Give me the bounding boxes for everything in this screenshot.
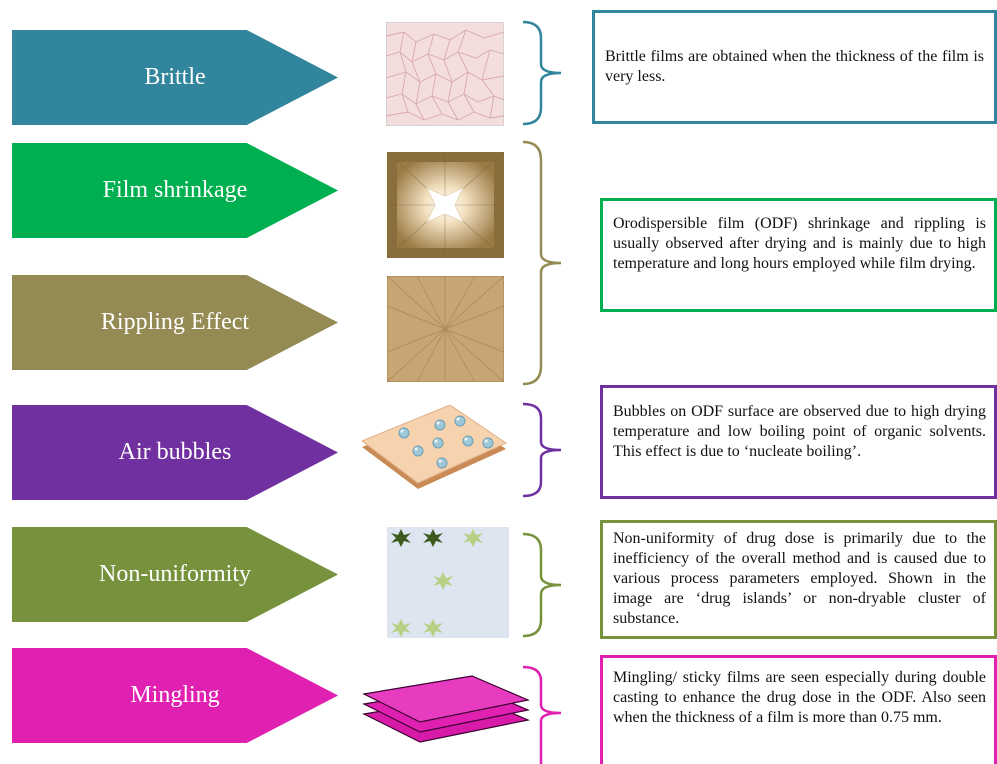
arrow-brittle: Brittle [12, 30, 338, 125]
film-shrinkage-image [387, 152, 504, 258]
mingling-image [362, 675, 530, 743]
label-air-bubbles: Air bubbles [118, 439, 232, 465]
brace-non-uniformity [522, 532, 562, 638]
brace-mingling [522, 665, 562, 764]
label-brittle: Brittle [144, 64, 206, 90]
label-film-shrinkage: Film shrinkage [102, 177, 248, 203]
brittle-film-image [386, 22, 504, 126]
brace-shrinkage-rippling [522, 140, 562, 386]
rippling-effect-image [387, 276, 504, 382]
air-bubbles-image [360, 405, 508, 489]
arrow-film-shrinkage: Film shrinkage [12, 143, 338, 238]
description-non-uniformity: Non-uniformity of drug dose is primarily… [600, 520, 997, 639]
arrow-non-uniformity: Non-uniformity [12, 527, 338, 622]
non-uniformity-image [387, 527, 509, 638]
description-brittle: Brittle films are obtained when the thic… [592, 10, 997, 124]
arrow-air-bubbles: Air bubbles [12, 405, 338, 500]
label-mingling: Mingling [130, 682, 220, 708]
description-shrinkage-rippling: Orodispersible film (ODF) shrinkage and … [600, 198, 997, 312]
brace-brittle [522, 20, 562, 126]
label-rippling-effect: Rippling Effect [100, 309, 250, 335]
description-air-bubbles: Bubbles on ODF surface are observed due … [600, 385, 997, 499]
label-non-uniformity: Non-uniformity [99, 561, 251, 587]
arrow-mingling: Mingling [12, 648, 338, 743]
description-mingling: Mingling/ sticky films are seen especial… [600, 655, 997, 764]
brace-air-bubbles [522, 402, 562, 498]
arrow-rippling-effect: Rippling Effect [12, 275, 338, 370]
